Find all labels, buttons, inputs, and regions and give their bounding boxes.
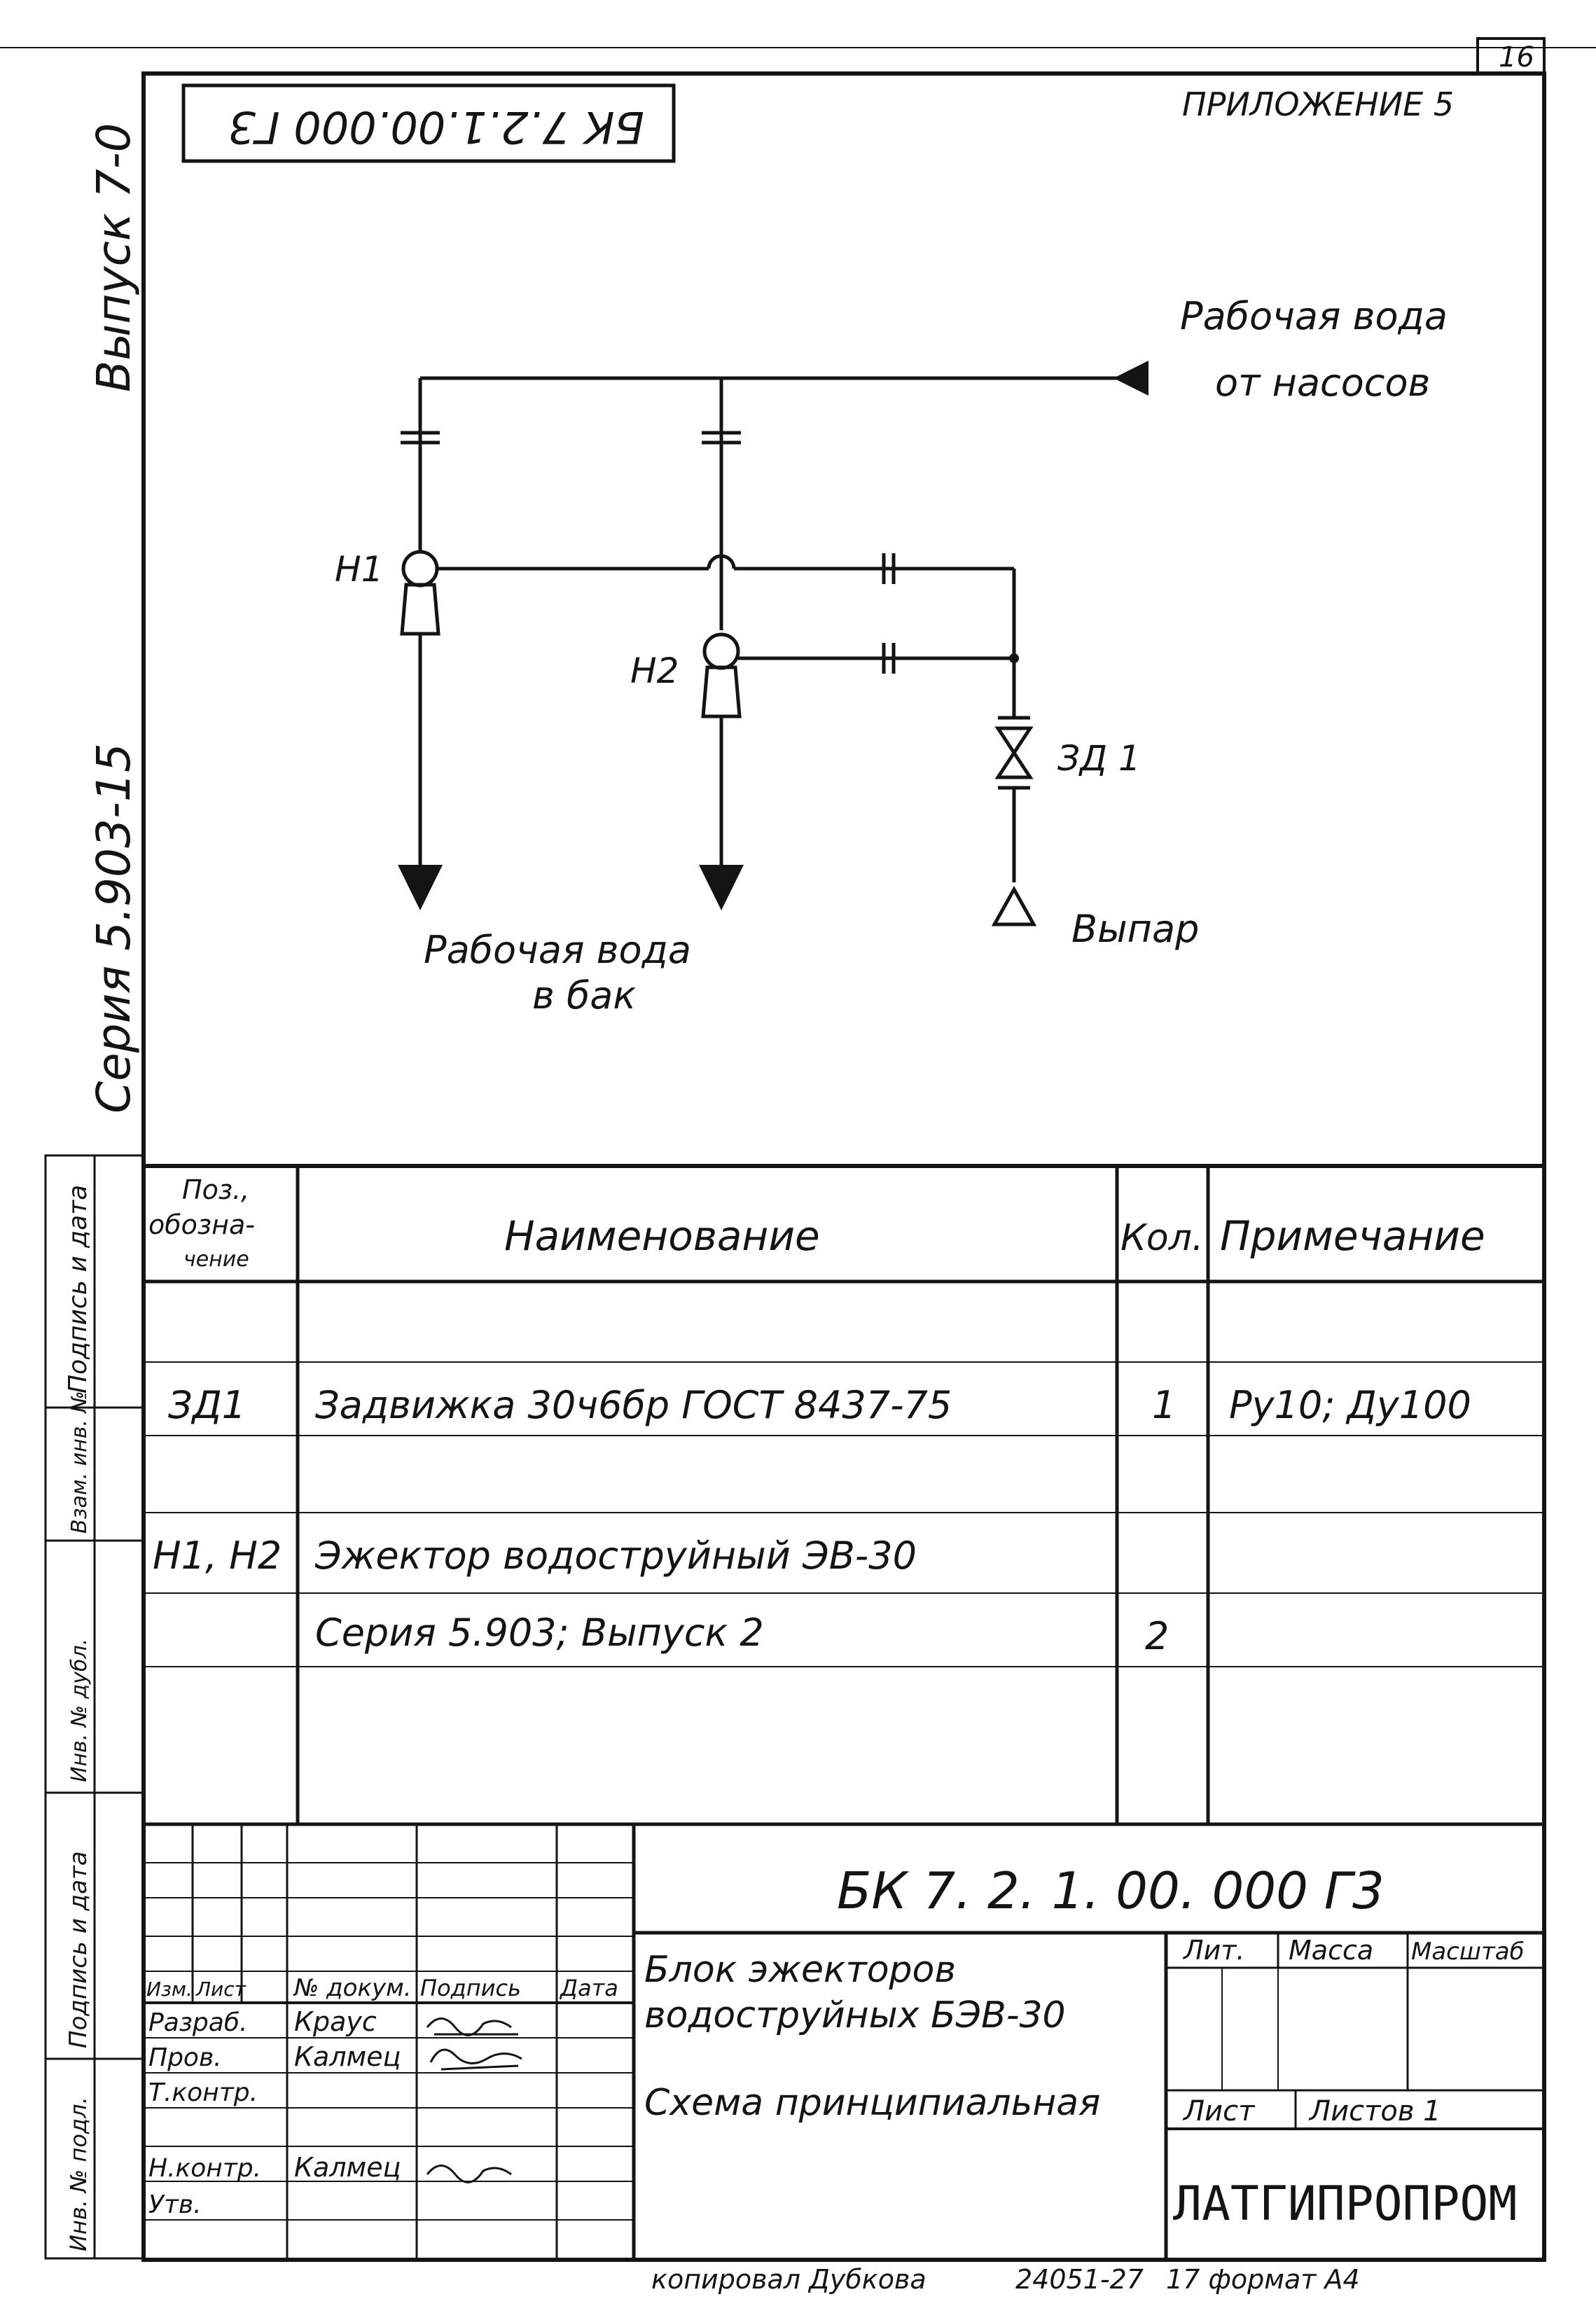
- mirrored-code: БК 7.2.1.00.000 Г3: [228, 102, 644, 153]
- h1-label: Н1: [335, 549, 383, 590]
- col-doc: № докум.: [293, 1974, 412, 2002]
- header-name: Наименование: [504, 1212, 820, 1260]
- exhaust-label: Выпар: [1071, 907, 1199, 951]
- row2-pos: Н1, Н2: [153, 1534, 282, 1578]
- signature-2: [429, 2048, 522, 2071]
- h2-label: Н2: [630, 651, 679, 691]
- footer-copied: копировал Дубкова: [651, 2264, 927, 2295]
- signature-1: [426, 2017, 518, 2036]
- outlet-label-2: в бак: [532, 973, 636, 1017]
- doc-code: БК 7. 2. 1. 00. 000 Г3: [837, 1861, 1385, 1920]
- name-2: Калмец: [294, 2041, 401, 2072]
- sheet-label: Лист: [1182, 2095, 1256, 2127]
- subtitle: Схема принципиальная: [644, 2082, 1100, 2124]
- issue-label: Выпуск 7-0: [87, 123, 141, 392]
- title-line-1: Блок эжекторов: [644, 1949, 956, 1991]
- signature-3: [426, 2165, 512, 2183]
- outlet-arrow-h1: [398, 865, 443, 910]
- role-1: Разраб.: [148, 2008, 247, 2037]
- page-number: 16: [1499, 41, 1534, 74]
- header-pos-1: Поз.,: [182, 1174, 249, 1205]
- row1-qty: 1: [1152, 1383, 1176, 1427]
- row3-name: Серия 5.903; Выпуск 2: [315, 1611, 764, 1655]
- row2-name: Эжектор водоструйный ЭВ-30: [314, 1534, 917, 1578]
- col-izm: Изм.: [146, 1978, 193, 2001]
- valve-label: ЗД 1: [1057, 738, 1141, 779]
- junction-dot: [1009, 653, 1019, 663]
- role-6: Утв.: [148, 2190, 202, 2219]
- side-stamp: [44, 1154, 145, 2260]
- schematic: [400, 376, 1142, 926]
- header-pos-2: обозна-: [148, 1209, 255, 1240]
- lit-label: Лит.: [1182, 1935, 1245, 1966]
- header-pos-3: чение: [183, 1247, 249, 1272]
- header-qty: Кол.: [1120, 1217, 1204, 1259]
- name-5: Калмец: [294, 2152, 401, 2183]
- inlet-label-1: Рабочая вода: [1180, 294, 1448, 338]
- outlet-label-1: Рабочая вода: [424, 928, 691, 972]
- row1-note: Ру10; Ду100: [1229, 1383, 1471, 1427]
- name-1: Краус: [294, 2006, 377, 2037]
- inlet-arrow: [1113, 361, 1149, 396]
- side-label-1: Подпись и дата: [64, 1185, 92, 1394]
- row1-pos: ЗД1: [168, 1383, 246, 1427]
- inlet-label-2: от насосов: [1215, 361, 1430, 405]
- outlet-arrow-h2: [699, 865, 744, 910]
- row3-qty: 2: [1145, 1614, 1169, 1658]
- scale-label: Масштаб: [1411, 1938, 1525, 1966]
- header-note: Примечание: [1220, 1212, 1485, 1260]
- side-label-5: Инв. № подл.: [65, 2097, 92, 2251]
- org-name: ЛАТГИПРОПРОМ: [1173, 2176, 1517, 2232]
- appendix-label: ПРИЛОЖЕНИЕ 5: [1182, 85, 1454, 123]
- row1-name: Задвижка 30ч6бр ГОСТ 8437-75: [315, 1383, 952, 1427]
- role-3: Т.контр.: [148, 2078, 258, 2107]
- col-date: Дата: [559, 1975, 618, 2001]
- page-number-box: [1476, 37, 1546, 75]
- role-5: Н.контр.: [148, 2154, 261, 2183]
- footer-format: 17 формат А4: [1166, 2264, 1360, 2295]
- role-2: Пров.: [148, 2043, 222, 2072]
- title-line-2: водоструйных БЭВ-30: [644, 1994, 1066, 2036]
- title-block: [144, 1822, 1544, 2258]
- spec-table: [144, 1164, 1544, 1824]
- side-label-3: Инв. № дубл.: [67, 1639, 92, 1782]
- col-list: Лист: [195, 1978, 247, 2001]
- footer-order: 24051-27: [1015, 2264, 1144, 2295]
- side-label-4: Подпись и дата: [64, 1851, 92, 2048]
- sheets-label: Листов 1: [1308, 2095, 1441, 2127]
- mass-label: Масса: [1289, 1935, 1373, 1966]
- col-sign: Подпись: [420, 1975, 521, 2001]
- mirrored-code-box: [181, 83, 676, 163]
- side-label-2: Взам. инв. №: [67, 1391, 92, 1534]
- series-label: Серия 5.903-15: [87, 743, 141, 1113]
